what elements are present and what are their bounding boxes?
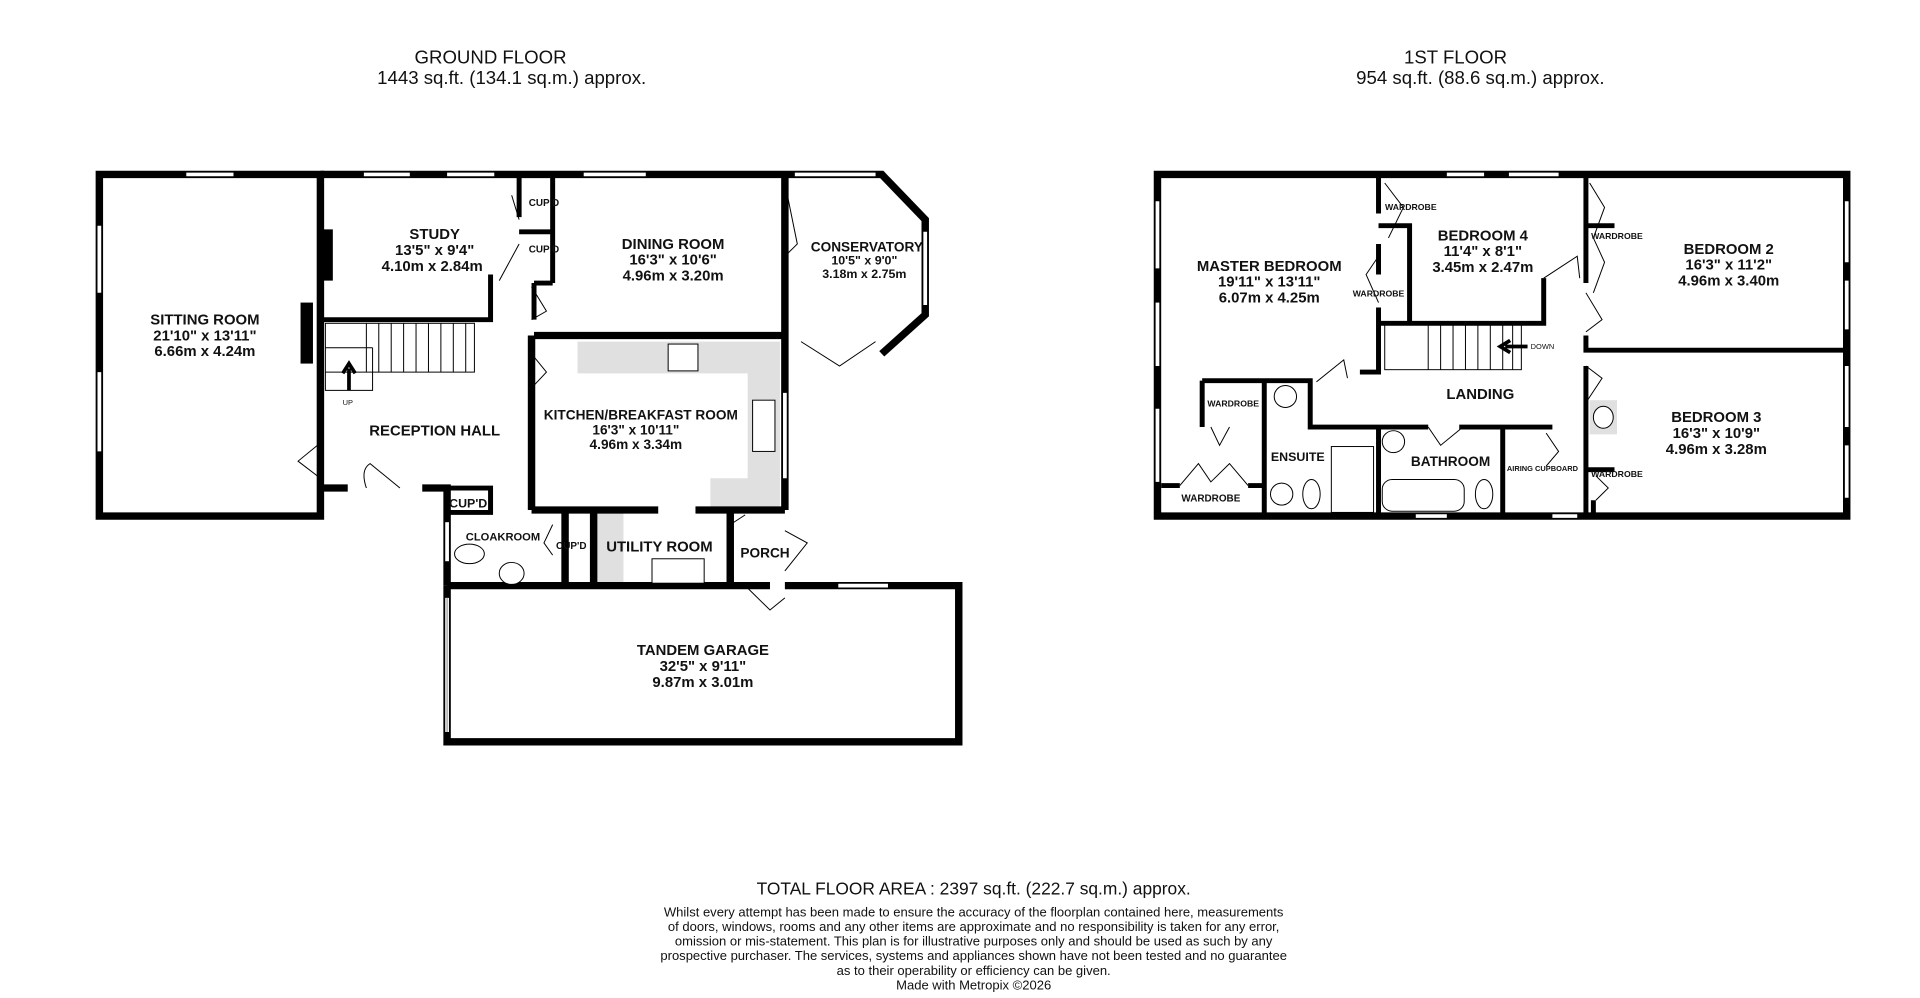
room-name: MASTER BEDROOM — [1197, 259, 1342, 275]
room-name: BEDROOM 2 — [1684, 242, 1774, 258]
first-door-swings — [1179, 182, 1609, 501]
metropix-credit: Made with Metropix ©2026 — [896, 978, 1051, 993]
room-imperial: 21'10" x 13'11" — [153, 329, 256, 345]
first-floor-plan: MASTER BEDROOM 19'11" x 13'11" 6.07m x 4… — [1153, 170, 1851, 520]
room-metric: 9.87m x 3.01m — [652, 675, 753, 691]
disclaimer-line: as to their operability or efficiency ca… — [837, 963, 1111, 978]
room-metric: 6.66m x 4.24m — [154, 344, 255, 360]
bathroom-toilet-icon — [1474, 478, 1494, 510]
wardrobe-label: WARDROBE — [1591, 469, 1643, 479]
shower-icon — [1330, 446, 1375, 513]
room-name: DINING ROOM — [622, 237, 725, 253]
total-floor-area: TOTAL FLOOR AREA : 2397 sq.ft. (222.7 sq… — [757, 878, 1191, 898]
room-metric: 4.96m x 3.40m — [1678, 274, 1779, 290]
cloakroom-basin-icon — [498, 561, 525, 585]
front-door-swing — [297, 442, 401, 489]
bedroom3-basin-icon — [1592, 405, 1614, 429]
ensuite-label: ENSUITE — [1271, 450, 1325, 464]
stairs-down-label: DOWN — [1531, 342, 1555, 351]
disclaimer-line: prospective purchaser. The services, sys… — [660, 948, 1287, 963]
room-name: STUDY — [409, 227, 460, 243]
room-imperial: 11'4" x 8'1" — [1444, 244, 1522, 260]
first-internal-walls — [1161, 174, 1847, 517]
first-floor-area: 954 sq.ft. (88.6 sq.m.) approx. — [1356, 67, 1604, 88]
room-imperial: 16'3" x 10'11" — [592, 422, 679, 437]
wardrobe-label: WARDROBE — [1385, 202, 1437, 212]
ground-floor-area: 1443 sq.ft. (134.1 sq.m.) approx. — [377, 67, 646, 88]
kitchen-sink-icon — [752, 399, 776, 452]
ensuite-toilet-icon — [1302, 478, 1321, 510]
utility-sink-icon — [651, 558, 705, 584]
first-floor-title: 1ST FLOOR — [1404, 47, 1507, 68]
cupboard-label: CUP'D — [529, 245, 559, 256]
wardrobe-label: WARDROBE — [1181, 494, 1240, 505]
bathroom-label: BATHROOM — [1411, 454, 1490, 469]
room-metric: 4.96m x 3.34m — [590, 437, 683, 452]
ground-floor-title: GROUND FLOOR — [415, 47, 567, 68]
room-imperial: 19'11" x 13'11" — [1218, 275, 1320, 291]
room-imperial: 10'5" x 9'0" — [831, 254, 897, 268]
room-imperial: 13'5" x 9'4" — [395, 243, 474, 259]
room-name: BEDROOM 4 — [1438, 228, 1529, 244]
room-metric: 4.10m x 2.84m — [382, 259, 483, 275]
disclaimer-line: Whilst every attempt has been made to en… — [664, 904, 1284, 919]
first-outer-walls — [1153, 170, 1851, 520]
cloakroom-toilet-icon — [454, 543, 485, 565]
first-stairs — [1384, 322, 1528, 371]
internal-door-swings — [498, 182, 876, 611]
cupd-walls — [449, 485, 494, 515]
cupboard-label: CUP'D — [529, 198, 559, 209]
down-arrow-icon — [1496, 338, 1528, 355]
study-walls — [320, 174, 556, 323]
hob-icon — [667, 343, 699, 372]
room-metric: 3.45m x 2.47m — [1432, 260, 1533, 276]
porch-label: PORCH — [740, 546, 789, 561]
bath-icon — [1381, 478, 1465, 512]
ensuite-basin-icon — [1273, 385, 1298, 408]
room-imperial: 16'3" x 11'2" — [1685, 258, 1772, 274]
ground-floor-plan: SITTING ROOM 21'10" x 13'11" 6.66m x 4.2… — [95, 170, 963, 746]
wardrobe-label: WARDROBE — [1353, 289, 1405, 299]
room-metric: 4.96m x 3.20m — [623, 269, 724, 285]
cloakroom-label: CLOAKROOM — [466, 532, 540, 544]
ensuite-basin-icon — [1269, 482, 1294, 506]
wardrobe-label: WARDROBE — [1207, 398, 1259, 408]
wardrobe-label: WARDROBE — [1591, 231, 1643, 241]
landing-label: LANDING — [1446, 387, 1514, 403]
chimney-breast — [320, 229, 333, 281]
kitchen-counter — [577, 341, 780, 510]
room-metric: 4.96m x 3.28m — [1666, 442, 1767, 458]
room-name: SITTING ROOM — [150, 313, 259, 329]
ground-stairs — [324, 322, 475, 391]
room-imperial: 16'3" x 10'6" — [629, 253, 716, 269]
fireplace — [300, 302, 313, 364]
room-imperial: 32'5" x 9'11" — [660, 659, 747, 675]
bathroom-basin-icon — [1381, 430, 1406, 454]
utility-counter — [596, 512, 624, 586]
utility-room-label: UTILITY ROOM — [606, 540, 712, 556]
reception-hall-label: RECEPTION HALL — [369, 424, 500, 440]
room-imperial: 16'3" x 10'9" — [1673, 426, 1760, 442]
room-name: KITCHEN/BREAKFAST ROOM — [544, 408, 738, 423]
disclaimer-line: omission or mis-statement. This plan is … — [675, 934, 1273, 949]
room-metric: 6.07m x 4.25m — [1219, 291, 1320, 307]
disclaimer-line: of doors, windows, rooms and any other i… — [668, 919, 1280, 934]
up-arrow-icon — [341, 360, 357, 391]
cupboard-label: CUP'D — [449, 497, 487, 511]
room-name: BEDROOM 3 — [1671, 410, 1761, 426]
room-name: TANDEM GARAGE — [637, 643, 769, 659]
airing-cupboard-label: AIRING CUPBOARD — [1507, 464, 1579, 473]
cupboard-label: CUP'D — [556, 541, 586, 552]
room-metric: 3.18m x 2.75m — [822, 267, 906, 281]
room-name: CONSERVATORY — [811, 239, 923, 254]
stairs-up-label: UP — [343, 398, 353, 407]
